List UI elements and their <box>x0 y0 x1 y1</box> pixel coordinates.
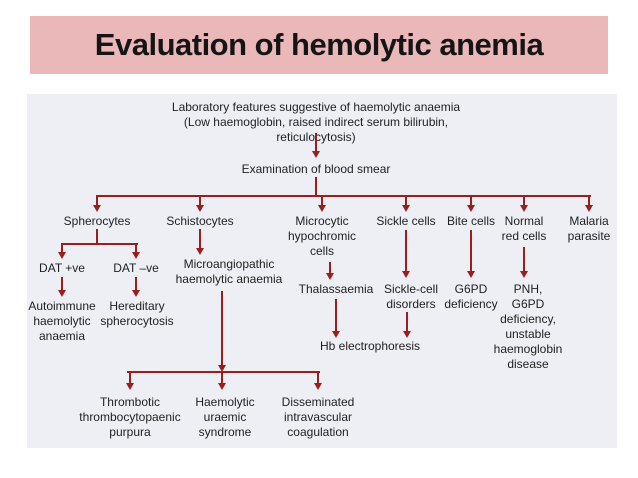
arrow-down-icon <box>403 331 411 338</box>
node-schistocytes: Schistocytes <box>166 214 234 228</box>
node-microcytic: Microcytic hypochromic cells <box>287 214 357 258</box>
node-autoimmune: Autoimmune haemolytic anaemia <box>28 299 96 343</box>
connector-micro-thal <box>329 262 331 273</box>
node-sickle-cell-disorders: Sickle-cell disorders <box>383 282 439 311</box>
connector-dic <box>317 371 319 383</box>
connector-schistocytes <box>199 195 201 205</box>
node-hereditary: Hereditary spherocytosis <box>100 299 174 328</box>
arrow-down-icon <box>332 331 340 338</box>
connector-disorders-hb <box>406 312 408 331</box>
node-dat-negative: DAT –ve <box>113 261 159 275</box>
flowchart-panel <box>27 94 617 448</box>
arrow-down-icon <box>467 271 475 278</box>
arrow-down-icon <box>218 365 226 372</box>
arrow-down-icon <box>196 248 204 255</box>
arrow-down-icon <box>58 252 66 259</box>
arrow-down-icon <box>196 205 204 212</box>
connector-spherocytes <box>96 195 98 205</box>
arrow-down-icon <box>467 205 475 212</box>
node-pnh: PNH, G6PD deficiency, unstable haemoglob… <box>493 282 563 371</box>
arrow-down-icon <box>402 205 410 212</box>
connector-sickle-disorders <box>405 230 407 271</box>
connector-dat-pos <box>61 243 63 252</box>
node-sickle-cells: Sickle cells <box>376 214 436 228</box>
connector-bite-g6pd <box>470 230 472 271</box>
node-ttp: Thrombotic thrombocytopaenic purpura <box>79 395 181 439</box>
connector-microcytic <box>321 195 323 205</box>
node-microangiopathic: Microangiopathic haemolytic anaemia <box>175 257 283 286</box>
page-title: Evaluation of hemolytic anemia <box>94 27 544 62</box>
connector-main-bar <box>96 195 591 197</box>
node-examination: Examination of blood smear <box>241 162 391 176</box>
node-hb-electrophoresis: Hb electrophoresis <box>319 339 421 353</box>
connector-sickle-cells <box>405 195 407 205</box>
node-dat-positive: DAT +ve <box>39 261 85 275</box>
connector-dat-neg <box>135 243 137 252</box>
node-hus: Haemolytic uraemic syndrome <box>195 395 255 439</box>
node-g6pd-deficiency: G6PD deficiency <box>444 282 498 311</box>
connector-datneg-hs <box>135 277 137 290</box>
title-bar: Evaluation of hemolytic anemia <box>30 16 608 74</box>
connector-dat-bar <box>61 243 138 245</box>
node-thalassaemia: Thalassaemia <box>298 282 374 296</box>
connector-exam-bar <box>315 177 317 196</box>
arrow-down-icon <box>126 383 134 390</box>
arrow-down-icon <box>318 205 326 212</box>
node-spherocytes: Spherocytes <box>63 214 131 228</box>
arrow-down-icon <box>585 205 593 212</box>
connector-ttp <box>129 371 131 383</box>
connector-spherocytes-stub <box>96 229 98 244</box>
arrow-down-icon <box>402 271 410 278</box>
arrow-down-icon <box>132 290 140 297</box>
connector-root-exam <box>315 133 317 151</box>
connector-normal-pnh <box>523 247 525 271</box>
arrow-down-icon <box>132 252 140 259</box>
arrow-down-icon <box>58 290 66 297</box>
connector-schisto-maha <box>199 229 201 248</box>
arrow-down-icon <box>326 273 334 280</box>
connector-thal-hb <box>335 299 337 331</box>
arrow-down-icon <box>520 205 528 212</box>
arrow-down-icon <box>520 271 528 278</box>
node-dic: Disseminated intravascular coagulation <box>281 395 355 439</box>
node-normal-red-cells: Normal red cells <box>501 214 547 243</box>
arrow-down-icon <box>312 151 320 158</box>
arrow-down-icon <box>218 383 226 390</box>
connector-hus <box>221 373 223 383</box>
arrow-down-icon <box>314 383 322 390</box>
connector-bottom-bar <box>127 371 320 373</box>
arrow-down-icon <box>93 205 101 212</box>
connector-maha-bar <box>221 291 223 365</box>
node-malaria-parasite: Malaria parasite <box>567 214 611 243</box>
connector-bite-cells <box>470 195 472 205</box>
connector-malaria <box>588 195 590 205</box>
node-bite-cells: Bite cells <box>446 214 496 228</box>
connector-normal-red <box>523 195 525 205</box>
connector-datpos-aiha <box>61 277 63 290</box>
